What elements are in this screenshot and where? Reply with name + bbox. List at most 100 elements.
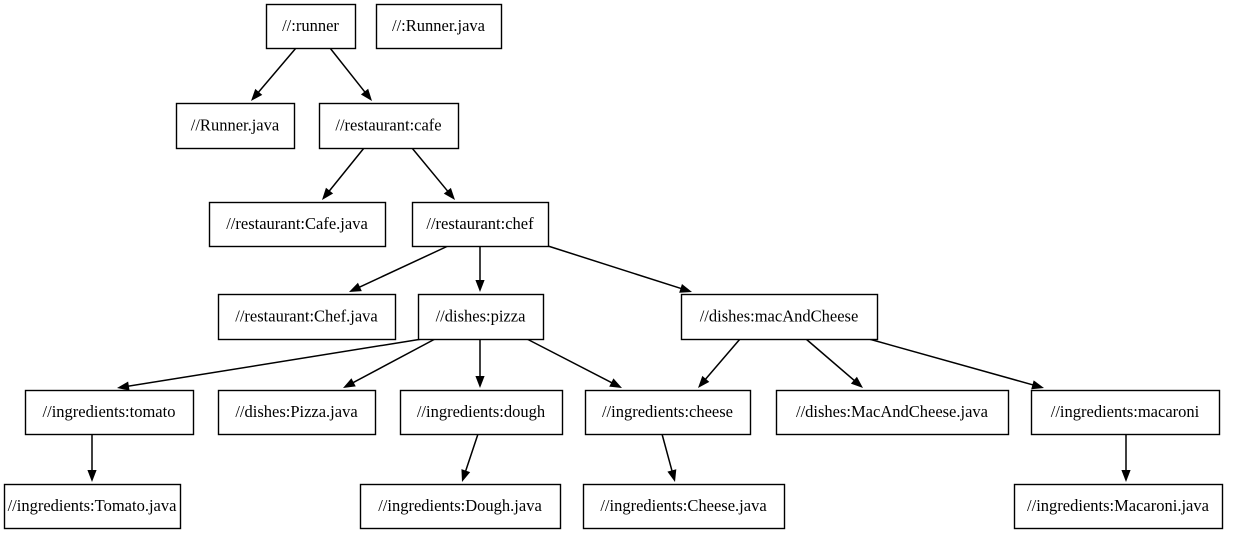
arrowhead-icon (698, 375, 710, 388)
node-label: //:Runner.java (392, 16, 486, 35)
node-box[interactable] (217, 293, 397, 341)
node-label: //restaurant:Cafe.java (226, 214, 368, 233)
edge-ingredients_tomato-to-ingredients_tomato_java (87, 434, 97, 482)
arrowhead-icon (461, 469, 471, 482)
edge-line (464, 433, 479, 473)
arrowhead-icon (667, 469, 677, 482)
edge-restaurant_chef-to-dishes_macandcheese (547, 245, 692, 293)
edge-dishes_macandcheese-to-dishes_macandcheese_java (805, 338, 863, 388)
node-dishes_macandcheese[interactable]: //dishes:macAndCheese (680, 293, 879, 341)
node-label: //restaurant:chef (426, 214, 534, 233)
node-label: //ingredients:Macaroni.java (1027, 496, 1210, 515)
node-dishes_pizza_java[interactable]: //dishes:Pizza.java (217, 389, 377, 436)
node-ingredients_tomato[interactable]: //ingredients:tomato (24, 389, 195, 436)
node-label: //restaurant:cafe (335, 115, 441, 134)
edge-runner_target-to-restaurant_cafe (329, 47, 372, 101)
arrowhead-icon (360, 88, 372, 101)
node-box[interactable] (1030, 389, 1221, 436)
node-box[interactable] (3, 483, 182, 530)
edge-dishes_macandcheese-to-ingredients_macaroni (868, 338, 1044, 390)
edge-restaurant_cafe-to-restaurant_cafe_java (322, 147, 365, 200)
node-ingredients_dough[interactable]: //ingredients:dough (399, 389, 564, 436)
node-box[interactable] (775, 389, 1010, 436)
arrowhead-icon (322, 187, 334, 200)
edge-restaurant_cafe-to-restaurant_chef (411, 147, 455, 200)
arrowhead-icon (679, 283, 692, 293)
node-dishes_macandcheese_java[interactable]: //dishes:MacAndCheese.java (775, 389, 1010, 436)
node-label: //ingredients:Tomato.java (8, 496, 178, 515)
node-box[interactable] (265, 3, 357, 50)
arrowhead-icon (343, 378, 356, 388)
edge-line (703, 338, 741, 381)
node-box[interactable] (175, 102, 296, 150)
node-box[interactable] (208, 201, 387, 248)
node-runner_target[interactable]: //:runner (265, 3, 357, 50)
arrowhead-icon (443, 187, 455, 200)
node-label: //dishes:macAndCheese (700, 306, 859, 325)
edge-dishes_pizza-to-ingredients_tomato (117, 338, 423, 391)
node-runner_java_root[interactable]: //:Runner.java (375, 3, 503, 50)
edge-dishes_pizza-to-ingredients_dough (475, 339, 485, 388)
node-box[interactable] (318, 102, 460, 150)
edge-restaurant_chef-to-restaurant_chef_java (349, 245, 449, 292)
arrowhead-icon (87, 470, 97, 482)
edge-restaurant_chef-to-dishes_pizza (475, 246, 485, 292)
edge-line (547, 245, 683, 290)
edge-dishes_pizza-to-ingredients_cheese (526, 338, 622, 388)
node-label: //dishes:pizza (436, 306, 526, 325)
node-ingredients_dough_java[interactable]: //ingredients:Dough.java (359, 483, 562, 530)
node-box[interactable] (375, 3, 503, 50)
arrowhead-icon (117, 381, 130, 391)
node-restaurant_cafe[interactable]: //restaurant:cafe (318, 102, 460, 150)
node-restaurant_cafe_java[interactable]: //restaurant:Cafe.java (208, 201, 387, 248)
node-box[interactable] (399, 389, 564, 436)
edge-dishes_pizza-to-dishes_pizza_java (343, 338, 436, 388)
node-box[interactable] (1013, 483, 1224, 530)
arrowhead-icon (475, 376, 485, 388)
edge-line (526, 338, 614, 385)
node-label: //ingredients:tomato (43, 402, 176, 421)
node-label: //ingredients:cheese (602, 402, 733, 421)
edge-line (351, 338, 436, 384)
node-box[interactable] (680, 293, 879, 341)
edge-line (357, 245, 449, 289)
edge-line (411, 147, 450, 193)
edge-line (805, 338, 856, 383)
node-dishes_pizza[interactable]: //dishes:pizza (417, 293, 545, 341)
node-label: //ingredients:dough (417, 402, 546, 421)
node-label: //restaurant:Chef.java (235, 306, 378, 325)
node-restaurant_chef_java[interactable]: //restaurant:Chef.java (217, 293, 397, 341)
arrowhead-icon (850, 376, 863, 388)
node-restaurant_chef[interactable]: //restaurant:chef (411, 201, 550, 248)
nodes-layer: //:runner //:Runner.java //Runner.java //re… (3, 3, 1224, 530)
edge-ingredients_dough-to-ingredients_dough_java (461, 433, 479, 482)
edge-line (868, 338, 1035, 387)
node-box[interactable] (24, 389, 195, 436)
node-box[interactable] (217, 389, 377, 436)
arrowhead-icon (609, 378, 622, 388)
node-runner_java[interactable]: //Runner.java (175, 102, 296, 150)
node-ingredients_cheese_java[interactable]: //ingredients:Cheese.java (582, 483, 786, 530)
edge-runner_target-to-runner_java (251, 47, 297, 101)
node-ingredients_tomato_java[interactable]: //ingredients:Tomato.java (3, 483, 182, 530)
node-box[interactable] (582, 483, 786, 530)
arrowhead-icon (251, 88, 263, 101)
edge-line (327, 147, 365, 193)
node-box[interactable] (417, 293, 545, 341)
node-ingredients_macaroni[interactable]: //ingredients:macaroni (1030, 389, 1221, 436)
arrowhead-icon (1121, 470, 1131, 482)
arrowhead-icon (349, 282, 362, 292)
node-box[interactable] (359, 483, 562, 530)
node-ingredients_cheese[interactable]: //ingredients:cheese (584, 389, 752, 436)
edge-line (661, 433, 674, 473)
node-box[interactable] (411, 201, 550, 248)
node-label: //ingredients:macaroni (1051, 402, 1200, 421)
node-label: //dishes:Pizza.java (235, 402, 358, 421)
edge-line (126, 338, 423, 388)
node-label: //ingredients:Cheese.java (600, 496, 767, 515)
node-label: //Runner.java (191, 115, 280, 134)
node-box[interactable] (584, 389, 752, 436)
edge-dishes_macandcheese-to-ingredients_cheese (698, 338, 741, 388)
node-ingredients_macaroni_java[interactable]: //ingredients:Macaroni.java (1013, 483, 1224, 530)
